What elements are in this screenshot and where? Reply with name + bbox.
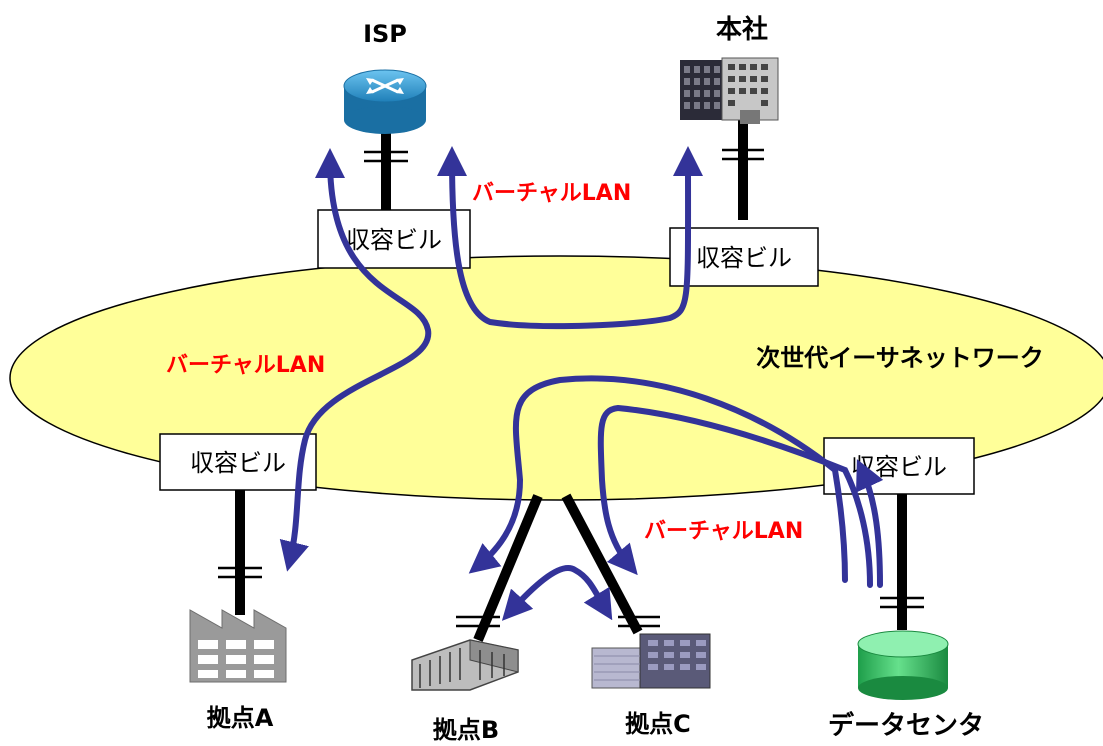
site-b-label: 拠点B (433, 716, 499, 744)
vlan-path-dc-site-b (468, 375, 848, 583)
line-site-c (561, 493, 643, 635)
office-building-icon (680, 57, 779, 124)
building-box-label: 収容ビル (696, 244, 792, 272)
vlan-label-bottom: バーチャルLAN (644, 519, 803, 544)
building-box-label: 収容ビル (346, 226, 442, 254)
vlan-path-dc-site-c (597, 404, 873, 588)
vlan-path-dc-branch (856, 459, 884, 588)
isp-label: ISP (363, 20, 407, 48)
database-icon (857, 630, 949, 700)
building-box-site-a: 収容ビル (159, 433, 317, 491)
site-a-label: 拠点A (207, 704, 274, 732)
vlan-path-site-a-isp (279, 148, 432, 572)
building-box-label: 収容ビル (190, 449, 286, 477)
router-icon (343, 69, 427, 134)
site-c-label: 拠点C (625, 710, 691, 738)
line-site-b (473, 494, 543, 642)
hq-label: 本社 (716, 14, 768, 45)
network-label: 次世代イーサネットワーク (756, 344, 1044, 372)
datacenter-label: データセンタ (828, 710, 984, 741)
vlan-label-top: バーチャルLAN (472, 181, 631, 206)
building-box-datacenter: 収容ビル (823, 437, 975, 495)
vlan-path-site-b-site-c (501, 565, 613, 621)
vlan-label-left: バーチャルLAN (166, 353, 325, 378)
vlan-arrows (279, 146, 884, 621)
vlan-path-isp-hq (437, 146, 704, 330)
cable-ticks (218, 148, 924, 628)
branch-building-icon (411, 639, 519, 691)
factory-icon (189, 609, 287, 683)
building-box-hq: 収容ビル (669, 227, 819, 287)
office-tower-icon (591, 633, 711, 689)
